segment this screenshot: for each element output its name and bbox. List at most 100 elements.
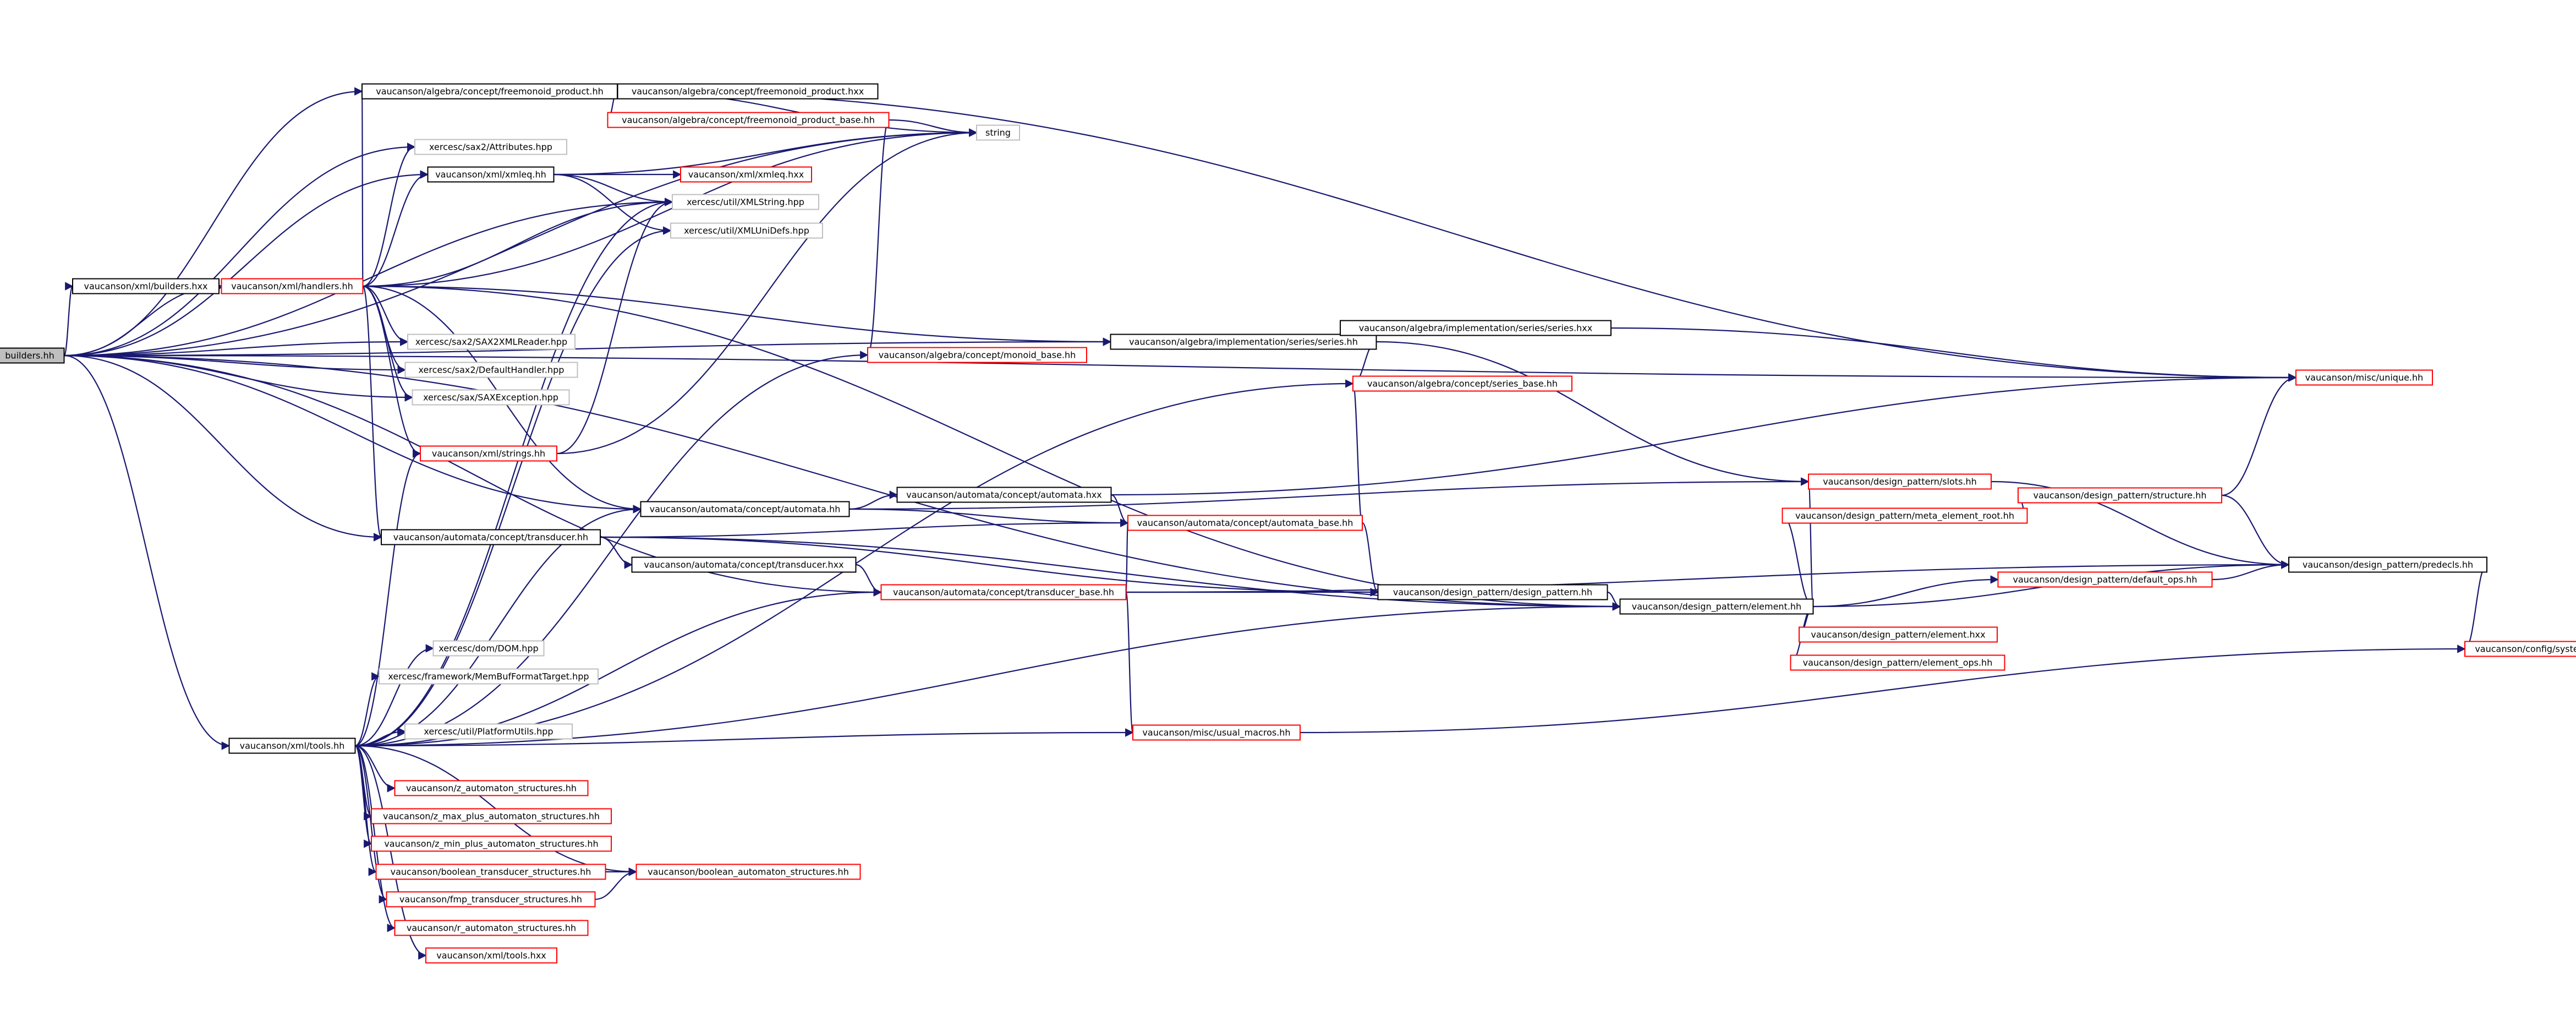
node-box xyxy=(371,808,612,824)
node-automata-hxx[interactable]: vaucanson/automata/concept/automata.hxx xyxy=(896,487,1112,503)
node-strings[interactable]: vaucanson/xml/strings.hh xyxy=(420,445,557,462)
node-xmlstring[interactable]: xercesc/util/XMLString.hpp xyxy=(672,194,819,210)
node-automata-hh[interactable]: vaucanson/automata/concept/automata.hh xyxy=(640,501,850,517)
edge-strings-to-xmlstring xyxy=(556,198,673,455)
edge-transducer-hxx-to-transducer-base xyxy=(856,564,883,597)
node-box xyxy=(635,864,861,880)
nodes-layer: builders.hh vaucanson/algebra/concept/fre… xyxy=(0,83,2576,964)
node-fmp-trans[interactable]: vaucanson/fmp_transducer_structures.hh xyxy=(386,891,596,908)
node-box xyxy=(412,389,570,406)
node-box xyxy=(1340,320,1612,336)
edge-builders-to-automata-hh xyxy=(64,354,642,514)
node-box xyxy=(361,83,618,100)
node-tools-hxx[interactable]: vaucanson/xml/tools.hxx xyxy=(425,947,557,964)
node-box xyxy=(1352,375,1572,392)
edges-layer xyxy=(63,87,2487,960)
node-series-base[interactable]: vaucanson/algebra/concept/series_base.hh xyxy=(1352,375,1572,392)
edge-xmleq-hh-to-xmlunidefs xyxy=(553,173,672,235)
node-bool-trans[interactable]: vaucanson/boolean_transducer_structures.… xyxy=(375,864,606,880)
node-transducer-hxx[interactable]: vaucanson/automata/concept/transducer.hx… xyxy=(631,556,857,573)
node-z-min[interactable]: vaucanson/z_min_plus_automaton_structure… xyxy=(371,835,612,852)
node-fmp-hh[interactable]: vaucanson/algebra/concept/freemonoid_pro… xyxy=(361,83,618,100)
node-box xyxy=(420,445,557,462)
node-label: vaucanson/config/system.hh xyxy=(2475,644,2576,654)
node-element-hh[interactable]: vaucanson/design_pattern/element.hh xyxy=(1619,598,1814,615)
node-fmp-hxx[interactable]: vaucanson/algebra/concept/freemonoid_pro… xyxy=(617,83,879,100)
node-transducer-base[interactable]: vaucanson/automata/concept/transducer_ba… xyxy=(880,584,1127,600)
node-label: vaucanson/algebra/implementation/series/… xyxy=(1359,323,1592,334)
node-label: vaucanson/automata/concept/automata.hxx xyxy=(906,490,1102,500)
node-label: vaucanson/design_pattern/predecls.hh xyxy=(2303,560,2473,571)
node-attributes[interactable]: xercesc/sax2/Attributes.hpp xyxy=(414,139,567,155)
node-label: vaucanson/automata/concept/automata.hh xyxy=(650,504,841,515)
node-label: vaucanson/boolean_automaton_structures.h… xyxy=(648,867,849,878)
node-membuf[interactable]: xercesc/framework/MemBufFormatTarget.hpp xyxy=(379,668,599,685)
node-xmleq-hxx[interactable]: vaucanson/xml/xmleq.hxx xyxy=(680,166,812,183)
edge-tools-hh-to-bool-trans xyxy=(354,745,377,876)
node-box xyxy=(617,83,879,100)
node-default-ops[interactable]: vaucanson/design_pattern/default_ops.hh xyxy=(1997,571,2213,588)
node-builders-hxx[interactable]: vaucanson/xml/builders.hxx xyxy=(72,278,220,294)
node-defhandler[interactable]: xercesc/sax2/DefaultHandler.hpp xyxy=(404,362,578,378)
node-box xyxy=(867,347,1087,363)
node-z-auto[interactable]: vaucanson/z_automaton_structures.hh xyxy=(394,780,589,796)
node-fmp-base[interactable]: vaucanson/algebra/concept/freemonoid_pro… xyxy=(607,112,890,128)
node-box xyxy=(631,556,857,573)
node-meta-elt[interactable]: vaucanson/design_pattern/meta_element_ro… xyxy=(1782,507,2028,524)
node-transducer-hh[interactable]: vaucanson/automata/concept/transducer.hh xyxy=(381,529,601,545)
node-platutils[interactable]: xercesc/util/PlatformUtils.hpp xyxy=(404,723,573,740)
edge-tools-hh-to-monoid-base xyxy=(355,351,869,747)
edge-automata-hxx-to-unique xyxy=(1111,373,2297,496)
edge-strings-to-string xyxy=(556,128,978,455)
node-element-ops[interactable]: vaucanson/design_pattern/element_ops.hh xyxy=(1790,654,2005,671)
node-monoid-base[interactable]: vaucanson/algebra/concept/monoid_base.hh xyxy=(867,347,1087,363)
edge-handlers-to-strings xyxy=(363,285,421,458)
node-label: vaucanson/z_automaton_structures.hh xyxy=(406,783,577,794)
edge-structure-to-unique xyxy=(2221,373,2297,496)
node-static-macros[interactable]: vaucanson/misc/usual_macros.hh xyxy=(1132,724,1301,741)
node-label: vaucanson/design_pattern/slots.hh xyxy=(1823,477,1977,488)
node-structure[interactable]: vaucanson/design_pattern/structure.hh xyxy=(2018,487,2222,504)
edge-builders-to-transducer-hh xyxy=(64,354,382,542)
node-z-max[interactable]: vaucanson/z_max_plus_automaton_structure… xyxy=(371,808,612,824)
node-r-auto[interactable]: vaucanson/r_automaton_structures.hh xyxy=(394,920,589,936)
edge-builders-to-attributes xyxy=(64,143,416,357)
node-handlers[interactable]: vaucanson/xml/handlers.hh xyxy=(221,278,364,294)
edge-xmleq-hh-to-string xyxy=(553,128,978,176)
node-string[interactable]: string xyxy=(976,124,1020,141)
edge-builders-to-fmp-hh xyxy=(64,87,363,357)
edge-automata-hh-to-automata-base xyxy=(849,508,1129,527)
node-bool-auto[interactable]: vaucanson/boolean_automaton_structures.h… xyxy=(635,864,861,880)
node-slots[interactable]: vaucanson/design_pattern/slots.hh xyxy=(1808,473,1992,490)
node-label: vaucanson/fmp_transducer_structures.hh xyxy=(399,894,582,905)
node-xmlunidefs[interactable]: xercesc/util/XMLUniDefs.hpp xyxy=(670,222,823,239)
edge-fmp-hh-to-unique xyxy=(617,90,2297,382)
node-builders[interactable]: builders.hh xyxy=(0,347,65,364)
node-config[interactable]: vaucanson/config/system.hh xyxy=(2464,641,2576,657)
node-series-hh[interactable]: vaucanson/algebra/implementation/series/… xyxy=(1110,334,1377,350)
node-series-hxx[interactable]: vaucanson/algebra/implementation/series/… xyxy=(1340,320,1612,336)
edge-builders-to-saxexc xyxy=(64,354,414,402)
node-box xyxy=(221,278,364,294)
node-label: vaucanson/algebra/concept/series_base.hh xyxy=(1367,379,1558,390)
node-box xyxy=(432,640,545,657)
node-saxexc[interactable]: xercesc/sax/SAXException.hpp xyxy=(412,389,570,406)
node-label: xercesc/sax2/SAX2XMLReader.hpp xyxy=(415,337,567,347)
node-automata-base[interactable]: vaucanson/automata/concept/automata_base… xyxy=(1127,515,1363,531)
edge-handlers-to-attributes xyxy=(363,143,416,287)
node-box xyxy=(2288,556,2487,573)
node-xmleq-hh[interactable]: vaucanson/xml/xmleq.hh xyxy=(427,166,555,183)
node-element-hxx[interactable]: vaucanson/design_pattern/element.hxx xyxy=(1799,626,1998,643)
node-box xyxy=(72,278,220,294)
node-dom[interactable]: xercesc/dom/DOM.hpp xyxy=(432,640,545,657)
node-tools-hh[interactable]: vaucanson/xml/tools.hh xyxy=(228,738,356,754)
node-unique[interactable]: vaucanson/misc/unique.hh xyxy=(2295,369,2433,386)
node-predecls[interactable]: vaucanson/design_pattern/predecls.hh xyxy=(2288,556,2487,573)
node-box xyxy=(607,112,890,128)
edge-tools-hh-to-membuf xyxy=(355,672,380,747)
node-sax2reader[interactable]: xercesc/sax2/SAX2XMLReader.hpp xyxy=(407,334,576,350)
edge-default-ops-to-predecls xyxy=(2212,560,2290,581)
node-dp-hh[interactable]: vaucanson/design_pattern/design_pattern.… xyxy=(1377,584,1608,600)
node-label: vaucanson/automata/concept/transducer_ba… xyxy=(893,587,1114,598)
node-label: vaucanson/misc/usual_macros.hh xyxy=(1142,728,1290,739)
